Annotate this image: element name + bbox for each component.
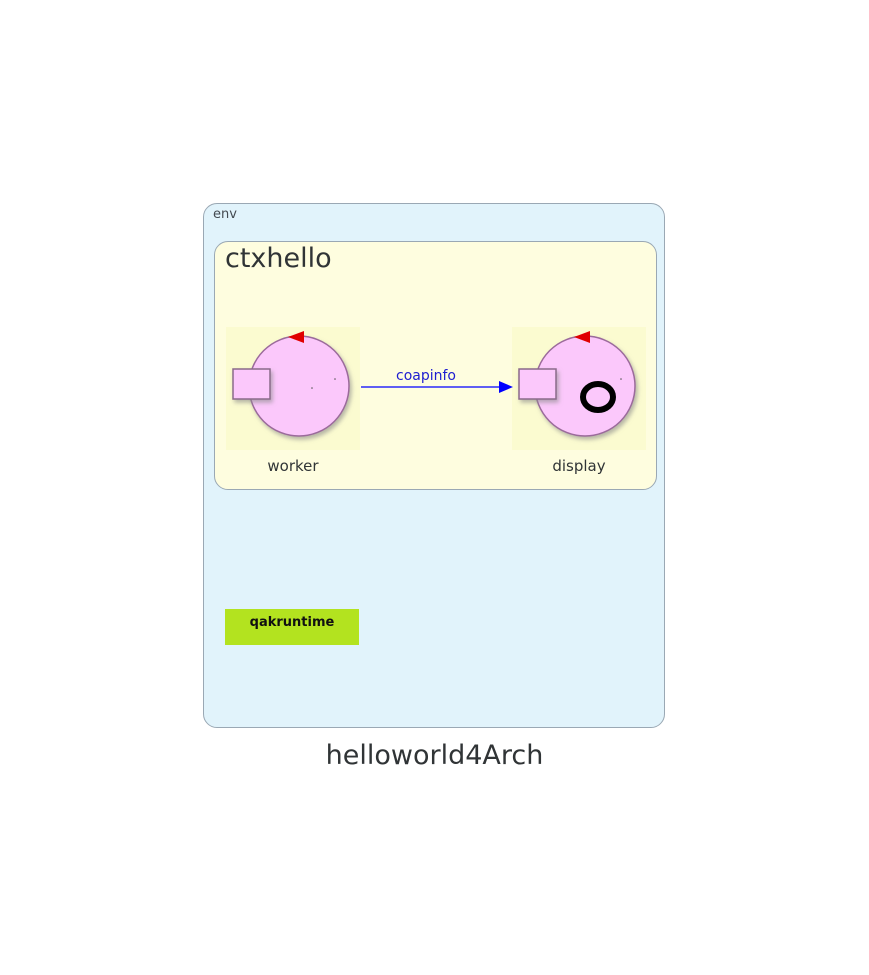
context-label: ctxhello bbox=[225, 243, 332, 274]
message-arrow bbox=[361, 381, 513, 393]
env-container: env ctxhello worker bbox=[203, 203, 665, 728]
runtime-label: qakruntime bbox=[249, 615, 335, 630]
actor-display-icon bbox=[518, 331, 636, 437]
context-ctxhello: ctxhello worker bbox=[214, 241, 657, 490]
env-label: env bbox=[213, 207, 237, 222]
actor-display[interactable] bbox=[512, 327, 646, 450]
actor-display-label: display bbox=[552, 457, 606, 475]
actor-worker[interactable] bbox=[226, 327, 360, 450]
actor-worker-label: worker bbox=[267, 457, 319, 475]
message-label: coapinfo bbox=[396, 368, 456, 384]
diagram-caption: helloworld4Arch bbox=[325, 740, 544, 771]
runtime-box: qakruntime bbox=[225, 609, 359, 645]
actor-worker-icon bbox=[232, 331, 350, 437]
